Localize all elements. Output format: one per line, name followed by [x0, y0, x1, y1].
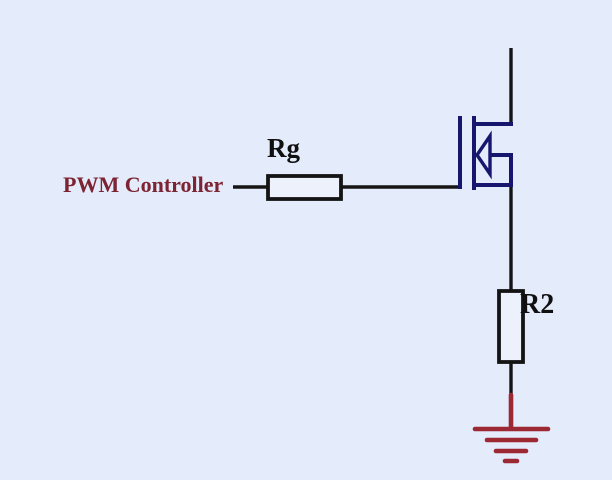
- mosfet-symbol: [458, 116, 513, 190]
- ground-symbol: [472, 392, 551, 464]
- wires: [233, 48, 513, 397]
- pwm-controller-label: PWM Controller: [63, 172, 224, 197]
- mosfet-body-arrow-icon: [474, 130, 492, 180]
- rg-resistor-label: Rg: [267, 133, 300, 163]
- r2-resistor-label: R2: [520, 289, 555, 320]
- resistor-r2-symbol: [497, 289, 525, 364]
- resistor-rg-symbol: [266, 174, 343, 201]
